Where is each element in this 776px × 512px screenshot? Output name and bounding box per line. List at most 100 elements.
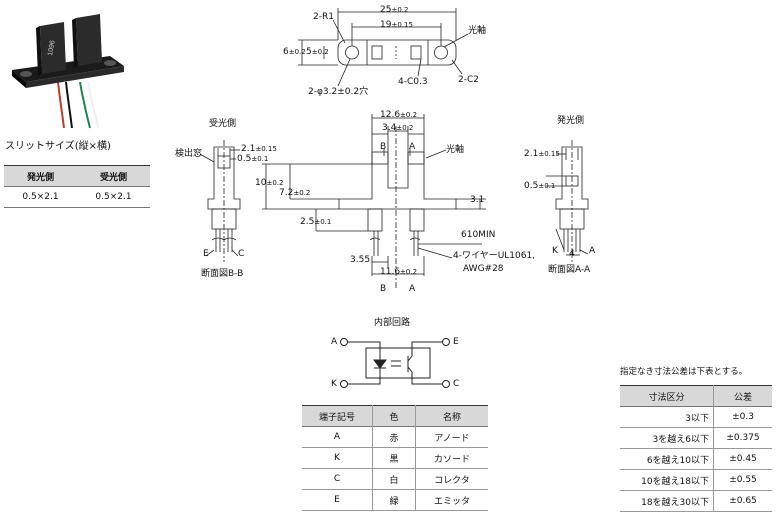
label-2r1: 2-R1: [313, 12, 334, 22]
right-view-title: 発光側: [557, 116, 585, 126]
terminal-color: 緑: [372, 489, 416, 511]
table-row: 3以下 ±0.3: [620, 406, 772, 428]
wire-spec-line1: 4-ワイヤーUL1061,: [453, 251, 536, 261]
dim-10: 10±0.2: [255, 178, 284, 188]
top-view-outline: [337, 39, 457, 66]
dim-7-2: 7.2±0.2: [279, 188, 311, 198]
label-optical-axis-front: 光軸: [446, 145, 465, 155]
terminal-header-color: 色: [372, 405, 416, 427]
wire-spec-line2: AWG#28: [463, 264, 504, 274]
table-row: K 黒 カソード: [302, 447, 488, 469]
right-view-dimensions: [546, 148, 589, 256]
left-pin-c: C: [238, 249, 245, 259]
terminal-name: カソード: [415, 447, 488, 469]
section-a-top: A: [409, 142, 416, 152]
front-view-dimensions: [262, 114, 486, 276]
terminal-color: 黒: [372, 447, 416, 469]
terminal-name: コレクタ: [415, 468, 488, 490]
left-dim-0-5: 0.5±0.1: [237, 154, 269, 164]
right-view-outline: [555, 140, 589, 262]
tolerance-range: 10を越え18以下: [620, 469, 714, 491]
dim-610-min: 610MIN: [461, 230, 496, 240]
terminal-symbol: A: [302, 426, 373, 448]
table-row: 18を越え30以下 ±0.65: [620, 490, 772, 512]
terminal-header-name: 名称: [415, 405, 488, 427]
circuit-title: 内部回路: [374, 318, 411, 328]
tolerance-header-range: 寸法区分: [620, 385, 714, 407]
tolerance-range: 6を越え10以下: [620, 448, 714, 470]
dim-3-4: 3.4±0.2: [382, 123, 414, 133]
table-row: E 緑 エミッタ: [302, 489, 488, 511]
terminal-symbol: C: [302, 468, 373, 490]
svg-text:1096: 1096: [47, 40, 57, 57]
terminal-header-symbol: 端子記号: [302, 405, 373, 427]
left-view-dimensions: [199, 148, 240, 257]
terminal-name: アノード: [415, 426, 488, 448]
label-detection-window: 検出窓: [175, 149, 203, 159]
left-dim-2-1: 2.1±0.15: [241, 144, 277, 154]
dim-25: 25±0.2: [380, 5, 409, 15]
slit-table: 発光側 受光側 0.5×2.1 0.5×2.1: [4, 165, 150, 208]
label-chamfer-2: 2-C2: [458, 75, 479, 85]
label-hole: 2-φ3.2±0.2穴: [308, 87, 369, 97]
terminal-color: 赤: [372, 426, 416, 448]
slit-header-emitter: 発光側: [4, 165, 77, 187]
section-b-top: B: [380, 142, 387, 152]
tolerance-value: ±0.55: [713, 469, 772, 491]
tolerance-value: ±0.45: [713, 448, 772, 470]
table-row: 6を越え10以下 ±0.45: [620, 448, 772, 470]
table-row: A 赤 アノード: [302, 426, 488, 448]
circuit-pin-c: C: [453, 379, 460, 389]
tolerance-range: 18を越え30以下: [620, 490, 714, 512]
tolerance-range: 3以下: [620, 406, 714, 428]
dim-5: 5±0.2: [306, 47, 329, 57]
top-view-dimensions: [298, 8, 469, 87]
terminal-table: 端子記号 色 名称 A 赤 アノード K 黒 カソード C 白 コレクタ E 緑…: [302, 405, 488, 511]
dim-12-6: 12.6±0.2: [380, 110, 418, 120]
circuit-pin-k: K: [331, 379, 337, 389]
internal-circuit: [340, 338, 450, 388]
tolerance-value: ±0.65: [713, 490, 772, 512]
dim-2-5: 2.5±0.1: [300, 217, 332, 227]
tolerance-note: 指定なき寸法公差は下表とする。: [620, 367, 748, 377]
table-row: 3を越え6以下 ±0.375: [620, 427, 772, 449]
right-pin-a: A: [589, 246, 596, 256]
product-photo: 1096: [12, 14, 124, 129]
terminal-symbol: K: [302, 447, 373, 469]
tolerance-table: 寸法区分 公差 3以下 ±0.3 3を越え6以下 ±0.375 6を越え10以下…: [620, 385, 772, 512]
right-dim-4: 4: [569, 249, 575, 259]
section-b-bottom: B: [380, 284, 387, 294]
left-view-caption: 断面図B-B: [201, 269, 244, 279]
dim-11-6: 11.6±0.2: [380, 267, 418, 277]
terminal-color: 白: [372, 468, 416, 490]
dim-3-55: 3.55: [350, 255, 371, 265]
tolerance-header-value: 公差: [713, 385, 772, 407]
left-view-title: 受光側: [209, 119, 237, 129]
left-pin-e: E: [203, 249, 209, 259]
label-optical-axis-top: 光軸: [468, 26, 487, 36]
dim-3-1: 3.1: [470, 195, 485, 205]
terminal-symbol: E: [302, 489, 373, 511]
dim-6: 6±0.2: [283, 47, 306, 57]
tolerance-value: ±0.375: [713, 427, 772, 449]
left-view-outline: [207, 140, 241, 262]
right-pin-k: K: [552, 246, 558, 256]
dim-19: 19±0.15: [380, 20, 413, 30]
tolerance-range: 3を越え6以下: [620, 427, 714, 449]
circuit-pin-a: A: [331, 337, 338, 347]
right-view-caption: 断面図A-A: [548, 265, 591, 275]
section-a-bottom: A: [409, 284, 416, 294]
right-dim-2-1: 2.1±0.15: [524, 149, 560, 159]
front-view-outline: [338, 126, 457, 290]
slit-value-emitter: 0.5×2.1: [22, 192, 59, 202]
slit-header-receiver: 受光側: [77, 165, 150, 187]
label-chamfer-4: 4-C0.3: [398, 77, 428, 87]
circuit-pin-e: E: [453, 337, 459, 347]
slit-title: スリットサイズ(縦×横): [5, 141, 111, 152]
table-row: 10を越え18以下 ±0.55: [620, 469, 772, 491]
tolerance-value: ±0.3: [713, 406, 772, 428]
right-dim-0-5: 0.5±0.1: [524, 181, 556, 191]
terminal-name: エミッタ: [415, 489, 488, 511]
table-row: C 白 コレクタ: [302, 468, 488, 490]
